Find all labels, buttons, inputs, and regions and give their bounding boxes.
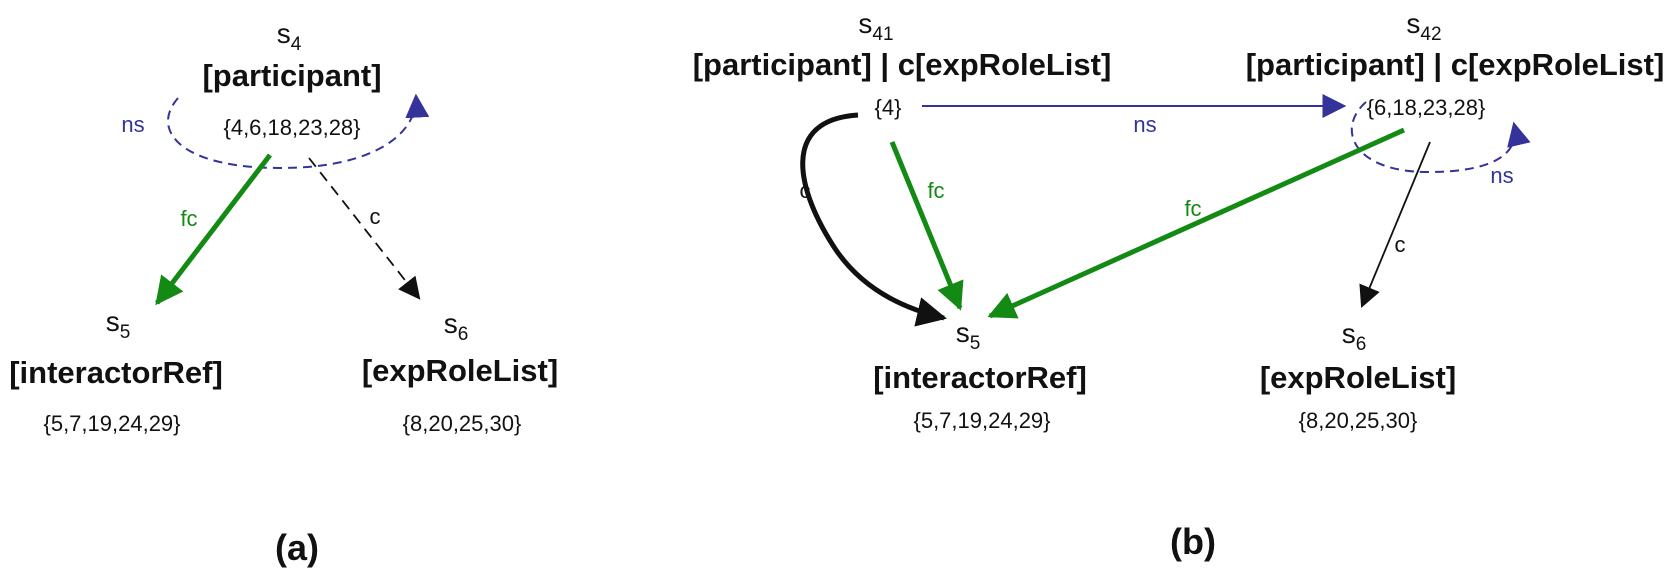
s4-set-label: {4,6,18,23,28} [223,115,360,140]
edge-label-ns-loop: ns [1490,163,1513,188]
edge-label-fc-left: fc [927,178,944,203]
edge-label-ns-top: ns [1133,112,1156,137]
s42-set-label: {6,18,23,28} [1367,95,1486,120]
edge-label-c-curve: c [800,178,811,203]
caption-a: (a) [275,527,319,568]
s42-type-label: [participant] | c[expRoleList] [1246,47,1665,82]
s6-set-label-b: {8,20,25,30} [1299,408,1418,433]
s6-state-label-b: s6 [1342,318,1367,355]
s6-set-label-a: {8,20,25,30} [403,411,522,436]
s4-type-label: [participant] [202,58,381,93]
edge-fc-s42-s5 [987,127,1406,319]
edge-label-ns-a: ns [121,112,144,137]
edge-label-fc-long: fc [1184,196,1201,221]
panel-b: s41 [participant] | c[expRoleList] {4} s… [693,8,1665,562]
caption-b: (b) [1170,521,1216,562]
panel-a: s4 [participant] {4,6,18,23,28} ns fc c … [9,18,558,568]
s4-state-label: s4 [277,18,302,55]
edge-label-c-a: c [370,204,381,229]
edge-c-s42-s6 [1359,141,1431,309]
s5-set-label-a: {5,7,19,24,29} [43,411,180,436]
edge-ns-loop-s4 [167,93,430,170]
edge-c-s41-s5 [800,112,947,327]
s5-set-label-b: {5,7,19,24,29} [913,408,1050,433]
edge-label-fc-a: fc [180,206,197,231]
s41-type-label: [participant] | c[expRoleList] [693,47,1112,82]
edge-ns-loop-s42 [1350,101,1531,174]
s41-set-label: {4} [875,95,902,120]
s41-state-label: s41 [858,8,893,45]
s5-state-label-a: s5 [106,306,131,343]
s6-type-label-b: [expRoleList] [1260,360,1456,395]
s42-state-label: s42 [1406,8,1441,45]
s6-state-label-a: s6 [444,308,469,345]
edge-fc-s41-s5 [889,141,964,311]
s6-type-label-a: [expRoleList] [362,353,558,388]
s5-state-label-b: s5 [956,317,981,354]
s5-type-label-b: [interactorRef] [873,360,1087,395]
s5-type-label-a: [interactorRef] [9,355,223,390]
edge-c-s4-s6 [308,157,421,300]
edge-label-c-right: c [1395,232,1406,257]
edge-fc-s4-s5 [155,153,272,306]
